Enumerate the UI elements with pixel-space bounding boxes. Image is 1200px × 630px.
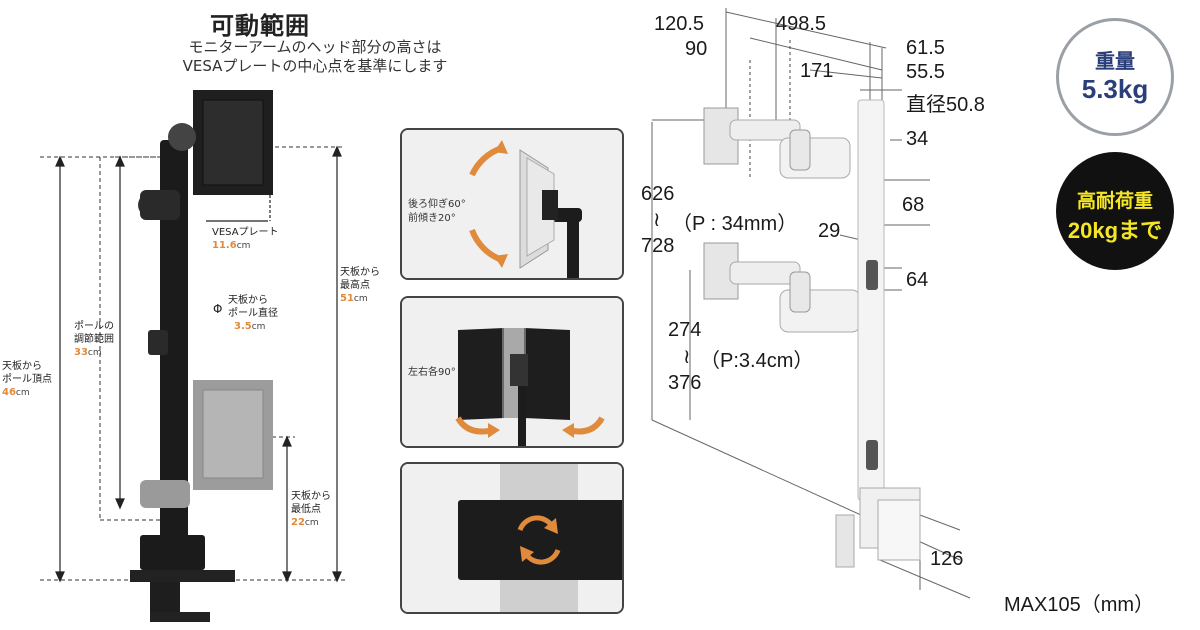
- vesa-plate-text: VESAプレート: [212, 227, 279, 238]
- tilt-label: 後ろ仰ぎ60° 前傾き20°: [408, 198, 466, 226]
- tilt-illustration: [402, 130, 622, 278]
- pole-diameter-value: 3.5: [234, 321, 252, 332]
- pole-top-value: 46: [2, 387, 16, 398]
- highest-point-label: 天板から 最高点 51cm: [340, 266, 380, 306]
- dim-tilde-1: ≀: [653, 209, 661, 231]
- weight-value: 5.3kg: [1081, 74, 1149, 104]
- white-arm-drawing: [651, 8, 971, 599]
- highest-point-value: 51: [340, 293, 354, 304]
- swivel-label: 左右各90°: [408, 367, 456, 378]
- load-label: 高耐荷重: [1076, 190, 1153, 212]
- pole-top-text-1: 天板から: [2, 361, 42, 372]
- dim-64: 64: [906, 269, 929, 291]
- weight-label: 重量: [1095, 49, 1135, 73]
- highest-point-text-1: 天板から: [340, 267, 380, 278]
- rotation-panel: [400, 462, 624, 614]
- page-subtitle: モニターアームのヘッド部分の高さは VESAプレートの中心点を基準にします: [150, 38, 480, 76]
- pole-top-label: 天板から ポール頂点 46cm: [2, 360, 52, 400]
- highest-point-text-2: 最高点: [340, 280, 370, 291]
- dim-34: 34: [906, 128, 929, 150]
- dim-pitch-1: （P : 34mm）: [672, 213, 798, 235]
- pole-top-text-2: ポール頂点: [2, 374, 52, 385]
- pole-diameter-text-1: 天板から: [228, 295, 268, 306]
- dim-90: 90: [685, 38, 708, 60]
- page-title: 可動範囲: [210, 12, 310, 40]
- dim-pitch-2: （P:3.4cm）: [700, 350, 814, 372]
- dim-120-5: 120.5: [654, 13, 705, 35]
- unit-cm: cm: [15, 388, 30, 398]
- dim-68: 68: [902, 194, 925, 216]
- lowest-point-text-1: 天板から: [291, 491, 331, 502]
- pole-diameter-text-2: ポール直径: [228, 308, 278, 319]
- pole-adjust-value: 33: [74, 347, 88, 358]
- lowest-point-text-2: 最低点: [291, 504, 321, 515]
- load-value: 20kgまで: [1067, 218, 1163, 243]
- vesa-plate-label: VESAプレート 11.6cm: [212, 226, 279, 253]
- dim-171: 171: [800, 60, 834, 82]
- tilt-label-2: 前傾き20°: [408, 213, 456, 224]
- dim-29: 29: [818, 220, 841, 242]
- tilt-panel: 後ろ仰ぎ60° 前傾き20°: [400, 128, 624, 280]
- dim-max105: MAX105（mm）: [1004, 594, 1155, 616]
- dim-tilde-2: ≀: [683, 346, 691, 368]
- lowest-point-label: 天板から 最低点 22cm: [291, 490, 331, 530]
- dim-55-5: 55.5: [906, 61, 945, 83]
- pole-adjust-text-1: ポールの: [74, 321, 114, 332]
- subtitle-line-2: VESAプレートの中心点を基準にします: [182, 57, 448, 75]
- tilt-label-1: 後ろ仰ぎ60°: [408, 199, 466, 210]
- dim-274: 274: [668, 319, 702, 341]
- dim-61-5: 61.5: [906, 37, 945, 59]
- subtitle-line-1: モニターアームのヘッド部分の高さは: [188, 38, 442, 56]
- pole-adjust-label: ポールの 調節範囲 33cm: [74, 320, 114, 360]
- dim-376: 376: [668, 372, 702, 394]
- dim-626: 626: [641, 183, 675, 205]
- dim-diameter: 直径50.8: [906, 94, 985, 116]
- phi-symbol: Φ: [213, 302, 223, 316]
- dim-126: 126: [930, 548, 964, 570]
- left-arm-illustration: [40, 90, 345, 622]
- unit-cm: cm: [304, 518, 319, 528]
- swivel-panel: 左右各90°: [400, 296, 624, 448]
- rotation-illustration: [402, 464, 622, 612]
- vesa-plate-value: 11.6: [212, 240, 237, 251]
- dim-728: 728: [641, 235, 675, 257]
- pole-diameter-label: 天板から ポール直径 3.5cm: [228, 294, 278, 334]
- lowest-point-value: 22: [291, 517, 305, 528]
- pole-adjust-text-2: 調節範囲: [74, 334, 114, 345]
- load-badge: 高耐荷重 20kgまで: [1056, 152, 1174, 270]
- dim-498-5: 498.5: [776, 13, 827, 35]
- unit-cm: cm: [251, 322, 266, 332]
- unit-cm: cm: [236, 241, 251, 251]
- unit-cm: cm: [87, 348, 102, 358]
- unit-cm: cm: [353, 294, 368, 304]
- weight-badge: 重量 5.3kg: [1056, 18, 1174, 136]
- swivel-illustration: [402, 298, 622, 446]
